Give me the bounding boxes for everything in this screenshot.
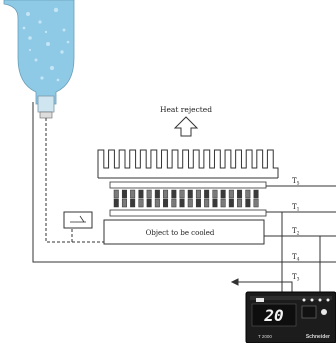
thermoelectric-pellet: [187, 189, 193, 199]
controller-indicator-leds: [302, 298, 330, 302]
thermocouple-label-t1: T1: [292, 203, 300, 213]
thermoelectric-pellet: [163, 198, 169, 208]
thermoelectric-pellet: [220, 198, 226, 208]
controller-button[interactable]: [321, 309, 327, 315]
thermoelectric-pellet: [253, 189, 259, 199]
thermoelectric-pellet: [187, 198, 193, 208]
thermoelectric-pellet: [212, 189, 218, 199]
thermoelectric-module: [109, 181, 267, 217]
thermoelectric-pellet: [121, 189, 127, 199]
object-label: Object to be cooled: [146, 229, 215, 237]
heat-sink-fins: [97, 149, 279, 178]
heat-up-arrow: [173, 116, 199, 137]
thermoelectric-pellet: [146, 198, 152, 208]
thermoelectric-pellet: [171, 189, 177, 199]
thermoelectric-pellet: [220, 189, 226, 199]
thermoelectric-pellet: [121, 198, 127, 208]
thermoelectric-pellet: [228, 198, 234, 208]
thermoelectric-pellet: [237, 189, 243, 199]
thermoelectric-pellet: [138, 189, 144, 199]
thermoelectric-pellet: [154, 198, 160, 208]
thermocouple-label-t2: T2: [292, 227, 300, 237]
thermoelectric-pellet: [113, 198, 119, 208]
thermocouple-label-t5: T5: [292, 177, 300, 187]
controller-display: [251, 303, 297, 327]
controller-brand: Schneider: [306, 334, 330, 340]
thermoelectric-pellet: [171, 198, 177, 208]
thermoelectric-pellet: [204, 198, 210, 208]
controller-display-value: 20: [263, 306, 283, 325]
thermocouple-label-t4: T4: [292, 253, 300, 263]
thermoelectric-pellet: [179, 198, 185, 208]
thermoelectric-pellet: [179, 189, 185, 199]
thermoelectric-pellet: [146, 189, 152, 199]
object-block: Object to be cooled: [103, 219, 265, 245]
thermoelectric-pellet: [113, 189, 119, 199]
probe-box: [63, 211, 93, 229]
thermocouple-label-t3: T3: [292, 273, 300, 283]
heat-rejected-label: Heat rejected: [160, 105, 212, 114]
thermoelectric-pellet: [245, 189, 251, 199]
thermoelectric-pellet: [130, 189, 136, 199]
thermoelectric-pellet: [138, 198, 144, 208]
heat-rejected: Heat rejected: [160, 105, 212, 137]
controller-setpoint-box: [301, 305, 317, 319]
thermoelectric-pellet: [228, 189, 234, 199]
thermoelectric-pellet: [195, 198, 201, 208]
thermocouple-labels: T5 T1 T2 T4 T3: [292, 177, 300, 283]
controller-model: T 2000: [258, 334, 272, 339]
thermoelectric-pellet: [195, 189, 201, 199]
temperature-controller: 20 T 2000 Schneider: [245, 291, 336, 343]
heat-sink: [97, 149, 279, 179]
controller-power-indicator: [256, 298, 264, 302]
water-bottle: [3, 0, 75, 119]
thermoelectric-pellet: [130, 198, 136, 208]
thermoelectric-pellet: [245, 198, 251, 208]
thermoelectric-pellet: [253, 198, 259, 208]
thermoelectric-pellet: [237, 198, 243, 208]
thermoelectric-pellet: [154, 189, 160, 199]
thermoelectric-pellet: [212, 198, 218, 208]
thermoelectric-pellet: [204, 189, 210, 199]
thermoelectric-pellet: [163, 189, 169, 199]
